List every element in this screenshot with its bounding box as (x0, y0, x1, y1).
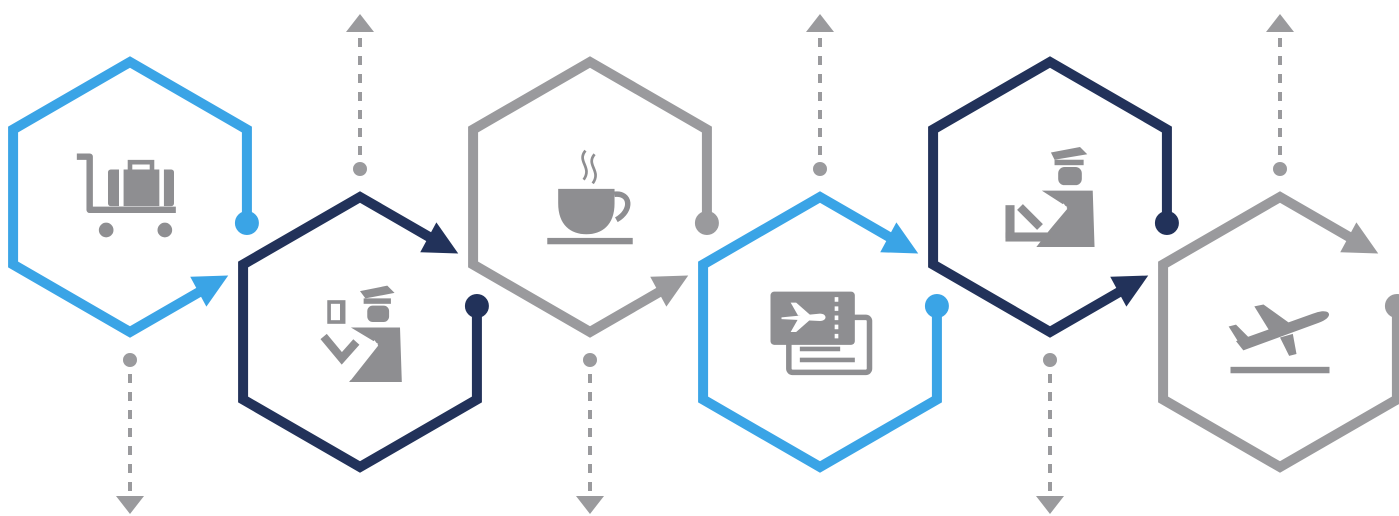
luggage-cart-icon (77, 157, 176, 238)
step-3 (468, 56, 719, 338)
end-dot (464, 294, 489, 318)
up-arrow-icon (1266, 14, 1294, 32)
dashed-connector-up (346, 14, 374, 176)
up-arrow-icon (806, 14, 834, 32)
step-4 (698, 191, 949, 473)
arrowhead-icon (1340, 222, 1379, 254)
dashed-connector-down (1036, 353, 1064, 514)
connector-dot (353, 162, 367, 176)
connector-dot (583, 353, 597, 367)
security-check-icon (1005, 147, 1094, 247)
end-dot (924, 294, 949, 318)
passport-control-icon (324, 286, 402, 382)
up-arrow-icon (346, 14, 374, 32)
coffee-cup-icon (547, 151, 632, 245)
boarding-pass-icon (771, 292, 870, 373)
end-dot (1154, 211, 1179, 235)
hexagon-outline (468, 56, 712, 338)
arrowhead-icon (1110, 275, 1149, 307)
dashed-connector-down (576, 353, 604, 514)
hexagon-outline (698, 191, 942, 473)
step-5 (928, 56, 1179, 338)
arrowhead-icon (190, 275, 229, 307)
arrowhead-icon (650, 275, 689, 307)
down-arrow-icon (1036, 496, 1064, 514)
dashed-connector-down (116, 353, 144, 514)
dashed-connector-up (806, 14, 834, 176)
down-arrow-icon (116, 496, 144, 514)
step-6 (1158, 191, 1399, 473)
dashed-connector-up (1266, 14, 1294, 176)
end-dot (694, 211, 719, 235)
down-arrow-icon (576, 496, 604, 514)
step-1 (8, 56, 259, 338)
step-2 (238, 191, 489, 473)
connector-dot (813, 162, 827, 176)
hexagon-outline (928, 56, 1172, 338)
connector-dot (123, 353, 137, 367)
connector-dot (1043, 353, 1057, 367)
arrowhead-icon (880, 222, 919, 254)
end-dot (234, 211, 259, 235)
hexagon-outline (1158, 191, 1399, 473)
departure-plane-icon (1228, 304, 1330, 374)
hexagon-outline (238, 191, 482, 473)
end-dot (1384, 294, 1399, 318)
arrowhead-icon (420, 222, 459, 254)
hexagon-outline (8, 56, 252, 338)
connector-dot (1273, 162, 1287, 176)
